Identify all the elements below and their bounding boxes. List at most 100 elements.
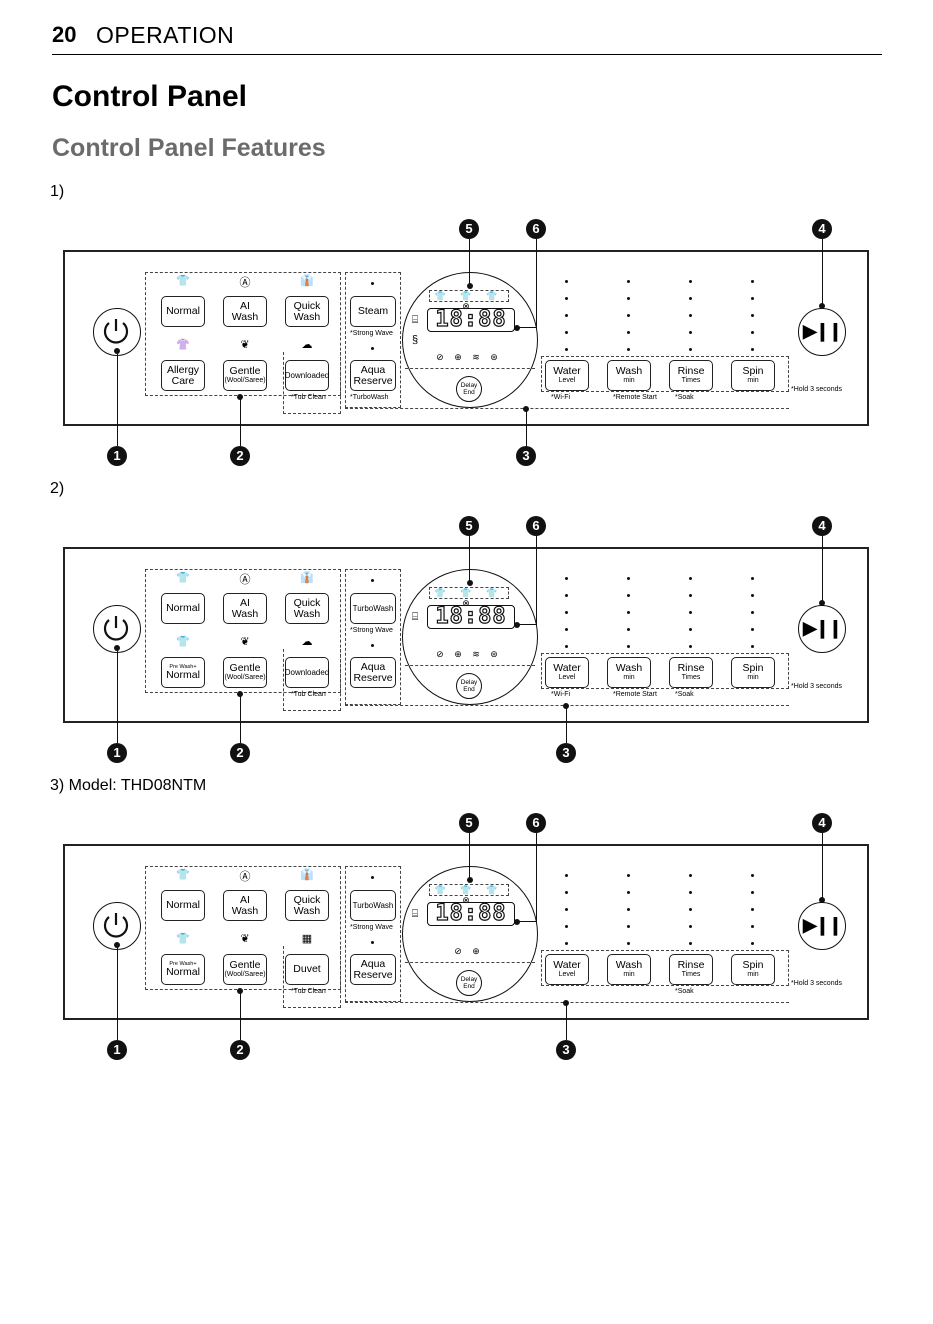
button-text-line: Wash bbox=[231, 904, 259, 917]
option-led-dot bbox=[751, 891, 754, 894]
course-icon: Ⓐ bbox=[239, 871, 251, 883]
steam-group bbox=[345, 866, 401, 1002]
option-led-dot bbox=[751, 628, 754, 631]
option-led-dot bbox=[627, 611, 630, 614]
option-led-dot bbox=[689, 645, 692, 648]
button-text-line: AI bbox=[240, 893, 250, 906]
option-led-dot bbox=[689, 594, 692, 597]
leader-line bbox=[536, 239, 537, 327]
option-note: *Remote Start bbox=[613, 394, 657, 401]
course-button-downloaded[interactable]: Downloaded bbox=[285, 657, 329, 688]
tub-clean-note: *Tub Clean bbox=[291, 691, 326, 698]
option-sub-label: Level bbox=[558, 674, 576, 681]
option-led-dot bbox=[751, 594, 754, 597]
steam-turbowash-button[interactable]: TurboWash bbox=[350, 890, 396, 921]
option-led-dot bbox=[751, 645, 754, 648]
steam-turbowash-button[interactable]: Steam bbox=[350, 296, 396, 327]
course-button-gentle[interactable]: Gentle(Wool/Saree) bbox=[223, 657, 267, 688]
callout-badge-2: 2 bbox=[230, 743, 250, 763]
button-main-label: Downloaded bbox=[284, 371, 330, 380]
option-led-dot bbox=[627, 577, 630, 580]
start-pause-button[interactable]: ▶❙❙ bbox=[798, 902, 846, 950]
option-led-dot bbox=[627, 297, 630, 300]
course-button-normal[interactable]: Normal bbox=[161, 593, 205, 624]
callout-badge-3: 3 bbox=[556, 743, 576, 763]
option-led-dot bbox=[627, 925, 630, 928]
callout-badge-1: 1 bbox=[107, 1040, 127, 1060]
callout-badge-4: 4 bbox=[812, 813, 832, 833]
start-pause-button[interactable]: ▶❙❙ bbox=[798, 605, 846, 653]
course-button-downloaded[interactable]: Downloaded bbox=[285, 360, 329, 391]
option-led-dot bbox=[565, 611, 568, 614]
course-button-normal[interactable]: Pre Wash+Normal bbox=[161, 954, 205, 985]
course-icon: 👕 bbox=[176, 869, 190, 881]
tub-icon: ⌸ bbox=[411, 314, 419, 326]
option-led-dot bbox=[751, 280, 754, 283]
callout-badge-5: 5 bbox=[459, 813, 479, 833]
page-number: 20 bbox=[52, 22, 77, 47]
callout-dot bbox=[819, 600, 825, 606]
button-pre-label: Pre Wash+ bbox=[169, 664, 197, 670]
course-button-gentle[interactable]: Gentle(Wool/Saree) bbox=[223, 360, 267, 391]
course-icon: 👕 bbox=[176, 275, 190, 287]
option-main-label: Spin bbox=[742, 365, 764, 377]
leader-line bbox=[517, 921, 537, 922]
option-led-dot bbox=[565, 297, 568, 300]
course-button-normal[interactable]: Normal bbox=[161, 890, 205, 921]
callout-dot bbox=[563, 1000, 569, 1006]
option-led-dot bbox=[627, 594, 630, 597]
course-button-normal[interactable]: Normal bbox=[161, 296, 205, 327]
option-led-dot bbox=[627, 628, 630, 631]
options-group bbox=[541, 950, 789, 986]
leader-line bbox=[469, 536, 470, 582]
button-text-line: Wash bbox=[231, 607, 259, 620]
button-text-line: Wash bbox=[293, 310, 321, 323]
steam-button-label: TurboWash bbox=[352, 901, 394, 910]
callout-badge-5: 5 bbox=[459, 516, 479, 536]
start-pause-button[interactable]: ▶❙❙ bbox=[798, 308, 846, 356]
callout-badge-6: 6 bbox=[526, 813, 546, 833]
course-button-gentle[interactable]: Gentle(Wool/Saree) bbox=[223, 954, 267, 985]
option-led-dot bbox=[689, 280, 692, 283]
steam-turbowash-button[interactable]: TurboWash bbox=[350, 593, 396, 624]
course-icon: Ⓐ bbox=[239, 277, 251, 289]
button-text-line: Normal bbox=[166, 305, 200, 317]
course-button-duvet[interactable]: Duvet bbox=[285, 954, 329, 985]
option-led-dot bbox=[627, 314, 630, 317]
course-button-normal[interactable]: Pre Wash+Normal bbox=[161, 657, 205, 688]
button-text-line: Quick bbox=[293, 893, 321, 906]
page-subtitle: Control Panel Features bbox=[52, 134, 326, 162]
option-note: *Soak bbox=[675, 691, 694, 698]
button-main-label: Normal bbox=[166, 669, 200, 681]
option-led-dot bbox=[689, 331, 692, 334]
